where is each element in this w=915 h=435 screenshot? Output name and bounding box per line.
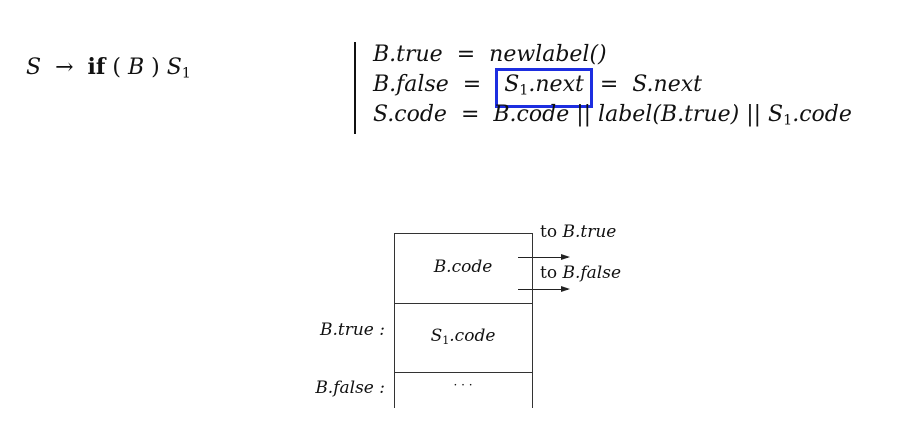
rule-s-code: S.code = B.code || label(B.true) || S1.c… — [373, 100, 852, 130]
arrow-tick-2 — [532, 282, 533, 296]
close-paren: ) — [151, 55, 160, 80]
body-symbol: S — [166, 55, 182, 80]
highlight-symbol: S — [504, 72, 520, 97]
cell-ellipsis: · · · — [453, 378, 473, 392]
cell-symbol: S — [430, 326, 443, 346]
equals: = — [456, 42, 476, 67]
cell-attr: .code — [449, 326, 496, 346]
concat-op: || — [569, 102, 599, 127]
cell-b-code: B.code — [433, 257, 493, 277]
cell-s1-code: S1.code — [394, 326, 532, 347]
arrow-target: B.false — [562, 263, 622, 283]
semantic-rules: B.true = newlabel() B.false = S1.next = … — [373, 40, 852, 130]
arrow-prefix: to — [540, 222, 563, 242]
box-left — [394, 233, 395, 408]
rhs-part: .code — [792, 102, 852, 127]
arrow-prefix: to — [540, 263, 563, 283]
highlight-box: S1.next — [495, 68, 593, 108]
equals: = — [462, 72, 482, 97]
arrow-to-b-true — [518, 254, 570, 260]
arrow-target: B.true — [562, 222, 617, 242]
label-b-false: B.false : — [315, 378, 385, 398]
production-arrow: → — [55, 55, 74, 80]
production-lhs: S — [26, 55, 42, 80]
body-subscript: 1 — [181, 65, 191, 82]
production-cond: B — [127, 55, 145, 80]
semantic-rules-bar — [354, 42, 356, 134]
rule-rhs: newlabel() — [489, 42, 607, 67]
production-rule: S → if ( B ) S1 — [26, 52, 191, 89]
arrow-to-b-false — [518, 286, 570, 292]
divider-2 — [394, 372, 532, 373]
concat-op: || — [739, 102, 769, 127]
equals: = — [460, 102, 480, 127]
rhs-part: label(B.true) — [598, 102, 740, 127]
rule-lhs: S.code — [373, 102, 447, 127]
arrow-label-b-true: to B.true — [540, 222, 616, 242]
divider-1 — [394, 303, 532, 304]
cell-subscript: 1 — [442, 333, 450, 347]
highlight-attr: .next — [528, 72, 584, 97]
production-body: S1 — [166, 55, 191, 82]
arrow-label-b-false: to B.false — [540, 263, 621, 283]
highlight-subscript: 1 — [519, 82, 529, 99]
equals: = — [599, 72, 619, 97]
label-b-true: B.true : — [320, 320, 385, 340]
rhs-part: B.code — [493, 102, 570, 127]
rhs-subscript: 1 — [783, 112, 793, 129]
if-keyword: if — [87, 54, 106, 80]
rule-b-true: B.true = newlabel() — [373, 40, 852, 70]
box-right — [532, 233, 533, 408]
open-paren: ( — [112, 55, 121, 80]
arrow-tick-1 — [532, 250, 533, 264]
rule-rhs: S.next — [632, 72, 702, 97]
rule-lhs: B.false — [373, 72, 449, 97]
rule-b-false: B.false = S1.next = S.next — [373, 68, 852, 108]
rhs-part: S — [768, 102, 784, 127]
box-top — [394, 233, 532, 234]
rule-lhs: B.true — [373, 42, 443, 67]
